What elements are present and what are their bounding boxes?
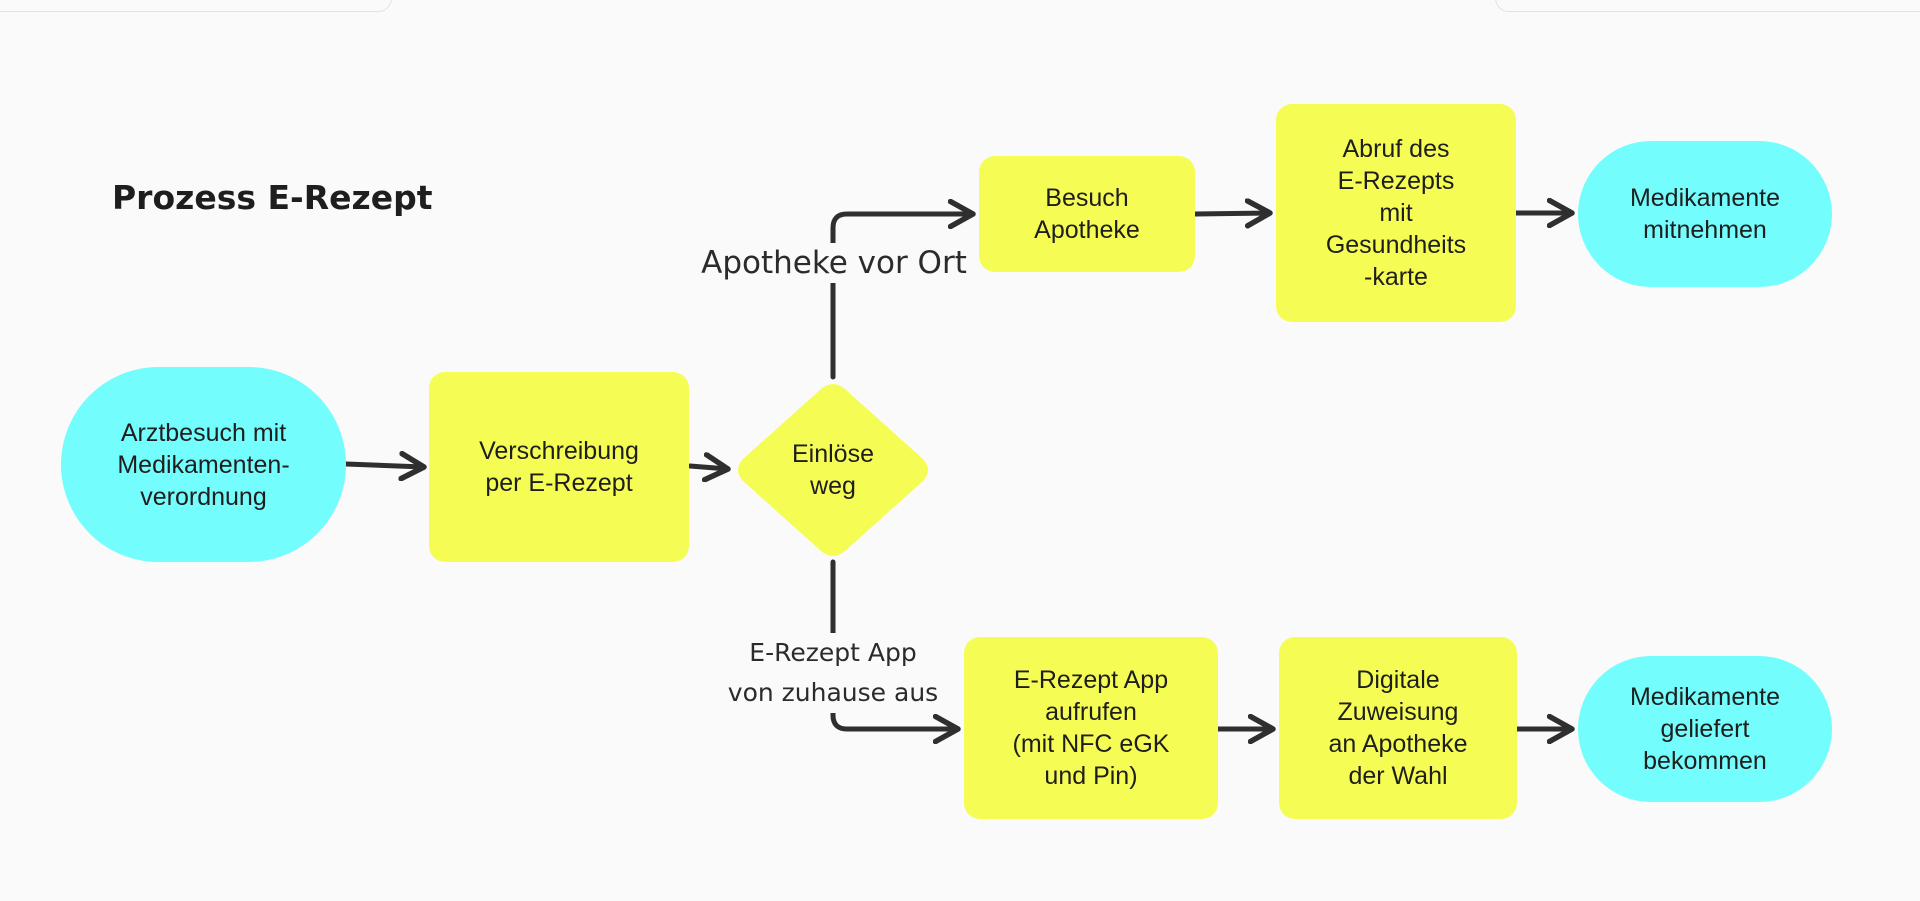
node-digitale-zuweisung[interactable]: Digitale Zuweisung an Apotheke der Wahl	[1279, 637, 1517, 819]
diagram-title: Prozess E-Rezept	[112, 178, 433, 217]
node-medikamente-geliefert[interactable]: Medikamente geliefert bekommen	[1578, 656, 1832, 802]
node-abruf-erezept-label: Abruf des E-Rezepts mit Gesundheits -kar…	[1325, 135, 1467, 291]
edge-einloese-to-besuch	[830, 214, 973, 380]
node-arztbesuch[interactable]: Arztbesuch mit Medikamenten- verordnung	[61, 367, 346, 562]
node-besuch-apotheke-label: Besuch Apotheke	[1034, 184, 1140, 244]
node-verschreibung[interactable]: Verschreibung per E-Rezept	[429, 372, 689, 562]
decision-diamond-shape	[738, 384, 928, 556]
edge-besuch-to-abruf	[1192, 213, 1270, 214]
node-erezept-app-aufrufen[interactable]: E-Rezept App aufrufen (mit NFC eGK und P…	[964, 637, 1218, 819]
node-besuch-apotheke[interactable]: Besuch Apotheke	[979, 156, 1195, 272]
node-abruf-erezept[interactable]: Abruf des E-Rezepts mit Gesundheits -kar…	[1276, 104, 1516, 322]
edge-label-apotheke-vor-ort: Apotheke vor Ort	[696, 243, 972, 283]
edge-label-erezept-app-zuhause: E-Rezept App von zuhause aus	[715, 633, 951, 713]
edge-arzt-to-verschreibung	[343, 464, 424, 467]
node-verschreibung-label: Verschreibung per E-Rezept	[479, 437, 639, 497]
node-einloeseweg-label: Einlöse weg	[792, 440, 874, 500]
node-arztbesuch-label: Arztbesuch mit Medikamenten- verordnung	[117, 418, 290, 511]
node-medikamente-mitnehmen-label: Medikamente mitnehmen	[1629, 184, 1781, 244]
node-einloeseweg-decision[interactable]: Einlöse weg	[733, 383, 933, 557]
node-medikamente-mitnehmen[interactable]: Medikamente mitnehmen	[1578, 141, 1832, 287]
node-digitale-zuweisung-label: Digitale Zuweisung an Apotheke der Wahl	[1328, 666, 1468, 790]
edge-einloese-to-app	[830, 559, 958, 729]
node-medikamente-geliefert-label: Medikamente geliefert bekommen	[1629, 683, 1781, 775]
edge-verschreibung-to-einloese	[687, 466, 728, 469]
node-erezept-app-aufrufen-label: E-Rezept App aufrufen (mit NFC eGK und P…	[1012, 666, 1170, 790]
